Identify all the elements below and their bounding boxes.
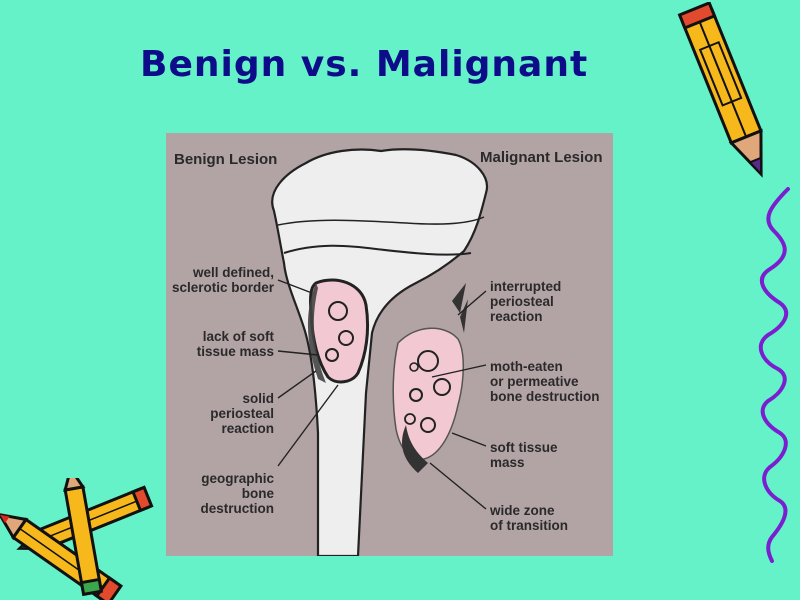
malignant-lesion (392, 327, 465, 460)
malignant-lesion-header: Malignant Lesion (480, 149, 603, 166)
right-label-moth-eaten: moth-eaten or permeative bone destructio… (490, 359, 600, 404)
left-label-solid-periosteal-reaction: solid periosteal reaction (210, 391, 274, 436)
squiggle-line (758, 187, 790, 563)
benign-lesion-header: Benign Lesion (174, 151, 278, 168)
right-label-soft-tissue-mass: soft tissue mass (490, 440, 558, 470)
right-label-interrupted-periosteal: interrupted periosteal reaction (490, 279, 562, 324)
slide-title: Benign vs. Malignant (140, 44, 589, 85)
bone-epiphysis (271, 148, 489, 556)
left-label-geographic-destruction: geographic bone destruction (200, 471, 274, 516)
bone-lesion-diagram: Benign Lesion Malignant Lesion well defi… (166, 133, 613, 556)
bone-illustration (166, 133, 613, 556)
left-label-no-soft-tissue-mass: lack of soft tissue mass (196, 329, 274, 359)
left-label-sclerotic-border: well defined, sclerotic border (171, 265, 274, 295)
crossed-pencils-icon (0, 478, 154, 600)
pencil-icon (677, 2, 763, 178)
right-label-wide-zone: wide zone of transition (490, 503, 568, 533)
